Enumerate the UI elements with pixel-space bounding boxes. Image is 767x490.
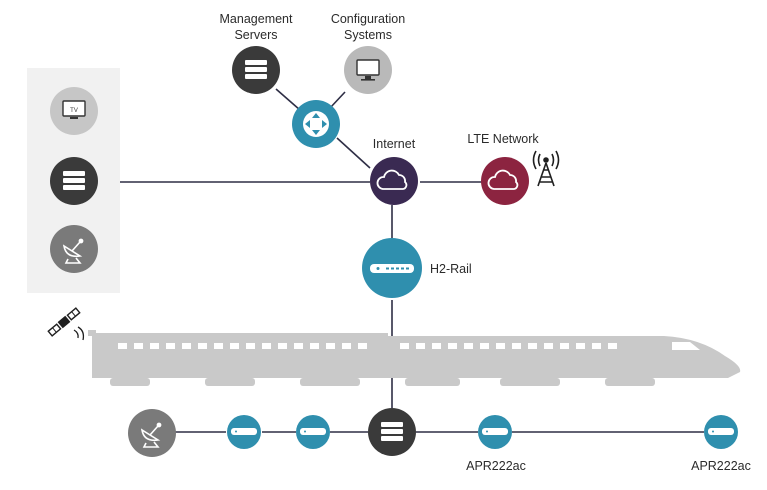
h2-rail-label: H2-Rail xyxy=(430,262,472,276)
server-icon xyxy=(63,171,85,190)
configuration-systems-label: Configuration Systems xyxy=(318,11,418,43)
train-car-2 xyxy=(388,336,741,378)
signal-waves-icon xyxy=(73,326,85,341)
internet-node xyxy=(370,157,418,205)
router-arrows-icon xyxy=(305,113,327,135)
access-point-icon xyxy=(300,428,326,435)
configuration-systems-label-line2: Systems xyxy=(344,28,392,42)
train-bogie xyxy=(205,378,255,386)
ground-server-node xyxy=(50,157,98,205)
train-ap-node-2 xyxy=(296,415,330,449)
train xyxy=(88,330,741,386)
link-config-router xyxy=(329,91,346,109)
management-servers-label-line2: Servers xyxy=(234,28,278,42)
train-satellite-dish-node xyxy=(128,409,176,457)
lte-network-label: LTE Network xyxy=(467,132,539,146)
access-point-icon xyxy=(231,428,257,435)
train-switch-node xyxy=(368,408,416,456)
connection-lines xyxy=(120,88,704,433)
satellite-dish-icon xyxy=(140,422,162,448)
train-car-1 xyxy=(92,333,388,378)
server-icon xyxy=(381,422,403,441)
link-management-router xyxy=(275,88,301,111)
apr222ac-node-2 xyxy=(704,415,738,449)
train-bogie xyxy=(605,378,655,386)
management-servers-node xyxy=(232,46,280,94)
configuration-systems-label-line1: Configuration xyxy=(330,12,406,26)
tv-icon: TV xyxy=(62,100,86,119)
management-servers-label: Management Servers xyxy=(206,11,306,43)
server-icon xyxy=(245,60,267,79)
train-bogie xyxy=(405,378,460,386)
cloud-icon xyxy=(376,169,408,190)
access-point-icon xyxy=(370,264,414,273)
apr222ac-label-2: APR222ac xyxy=(691,459,751,473)
train-bogie xyxy=(500,378,560,386)
router-node xyxy=(292,100,340,148)
access-point-icon xyxy=(482,428,508,435)
internet-label: Internet xyxy=(372,137,416,151)
apr222ac-label-1: APR222ac xyxy=(466,459,526,473)
train-coupler xyxy=(88,330,96,336)
tv-icon-text: TV xyxy=(70,108,78,114)
lte-network-node xyxy=(481,157,529,205)
tv-node: TV xyxy=(50,87,98,135)
cell-tower-icon xyxy=(532,150,560,187)
train-bogie xyxy=(110,378,150,386)
h2-rail-node xyxy=(362,238,422,298)
apr222ac-node-1 xyxy=(478,415,512,449)
ground-satellite-dish-node xyxy=(50,225,98,273)
management-servers-label-line1: Management xyxy=(219,12,293,26)
train-bogie xyxy=(300,378,360,386)
monitor-icon xyxy=(356,59,380,81)
cloud-icon xyxy=(487,169,519,190)
train-ap-node-1 xyxy=(227,415,261,449)
satellite-dish-icon xyxy=(62,238,84,264)
access-point-icon xyxy=(708,428,734,435)
link-router-internet xyxy=(336,137,371,169)
configuration-systems-node xyxy=(344,46,392,94)
train-windows xyxy=(118,342,700,350)
satellite-icon xyxy=(47,307,81,337)
